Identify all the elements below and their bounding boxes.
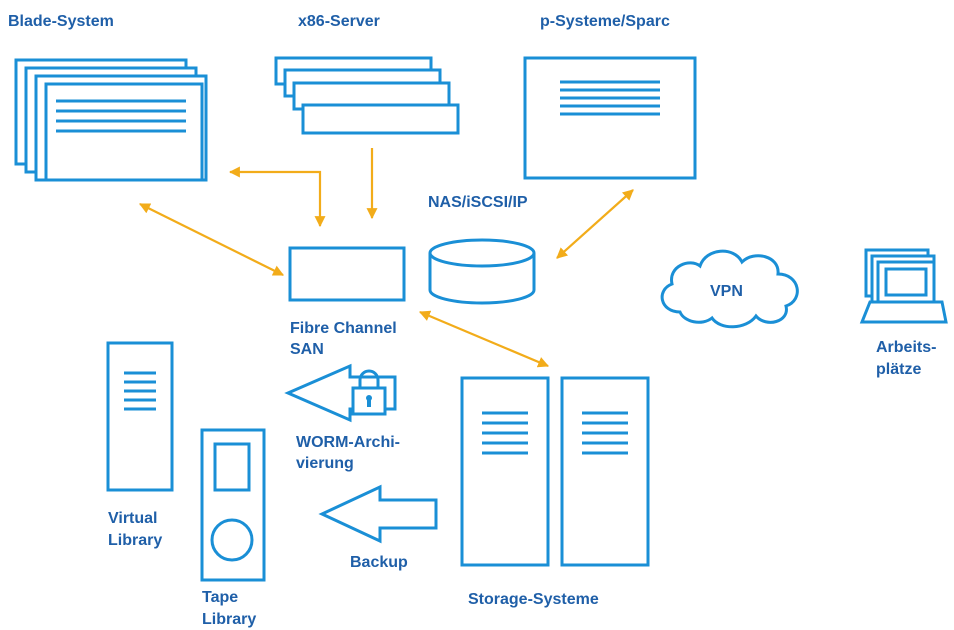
label-vpn: VPN — [710, 283, 743, 300]
connector-fc-storage — [418, 310, 550, 368]
label-x86-server: x86-Server — [298, 13, 380, 30]
connector-blade-fc — [139, 203, 284, 276]
label-blade-system: Blade-System — [8, 13, 114, 30]
vpn-cloud-icon — [660, 249, 799, 329]
tape-library-icon — [200, 428, 266, 582]
connector-fc-blade — [228, 166, 322, 213]
virtual-library-icon — [106, 341, 174, 492]
label-worm-line2: vierung — [296, 455, 354, 472]
workstation-icon — [859, 248, 948, 324]
label-virtual-line2: Library — [108, 532, 162, 549]
fibre-channel-switch-icon — [288, 246, 406, 302]
label-tape-line1: Tape — [202, 589, 238, 606]
connector-psys-nas — [556, 189, 634, 259]
x86-server-icon — [274, 56, 460, 135]
backup-arrow-icon — [318, 484, 438, 544]
p-system-icon — [523, 56, 697, 180]
connectors — [139, 148, 634, 368]
label-p-systeme: p-Systeme/Sparc — [540, 13, 670, 30]
storage-system-icon — [460, 376, 650, 567]
label-arbeits-line1: Arbeits- — [876, 339, 936, 356]
blade-system-icon — [14, 58, 208, 182]
label-nas: NAS/iSCSI/IP — [428, 194, 528, 211]
label-worm-line1: WORM-Archi- — [296, 434, 400, 451]
label-fc-line1: Fibre Channel — [290, 320, 397, 337]
label-tape-line2: Library — [202, 611, 256, 628]
label-fc-line2: SAN — [290, 341, 324, 358]
lock-icon — [351, 369, 387, 416]
label-virtual-line1: Virtual — [108, 510, 158, 527]
label-backup: Backup — [350, 554, 408, 571]
nas-cylinder-icon — [428, 238, 536, 305]
label-storage: Storage-Systeme — [468, 591, 599, 608]
label-arbeits-line2: plätze — [876, 361, 921, 378]
